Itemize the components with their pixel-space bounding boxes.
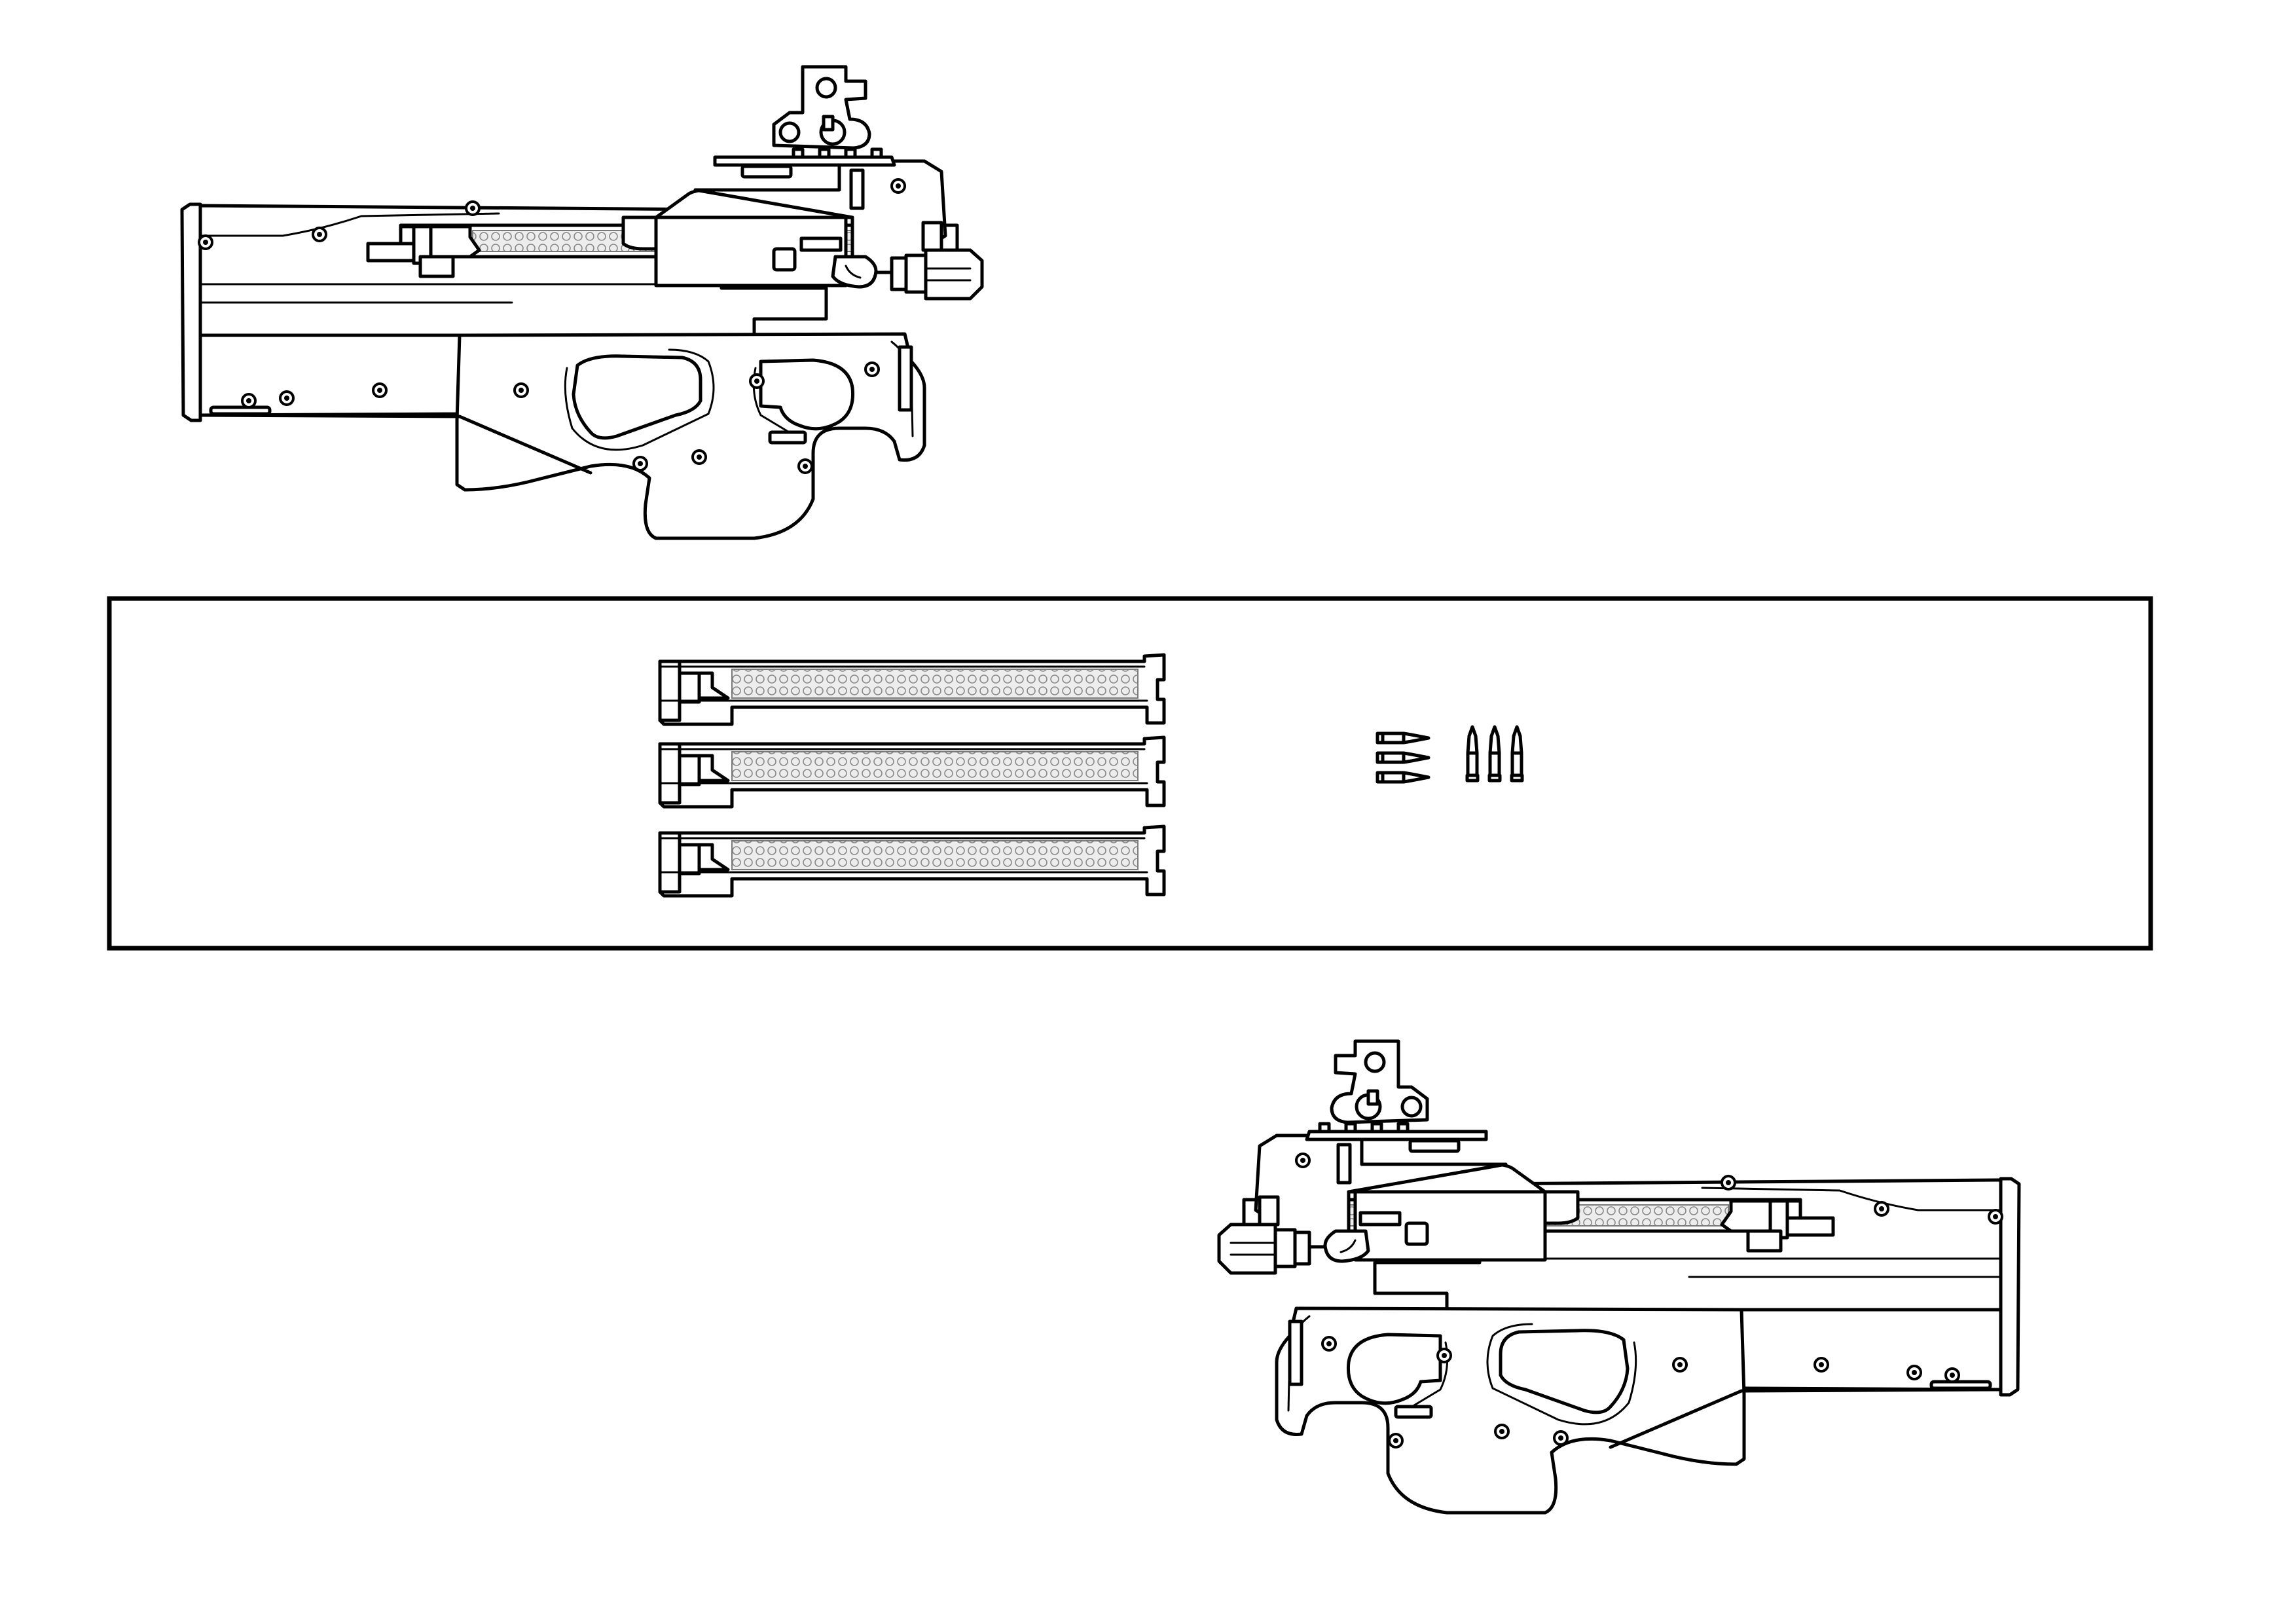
cartridge: [1377, 773, 1429, 782]
cartridge: [1489, 727, 1500, 781]
cartridges-horizontal: [1377, 733, 1429, 782]
magazine: [660, 826, 1164, 896]
accessories-frame: [107, 596, 2153, 951]
magazine: [660, 655, 1164, 724]
cartridge: [1467, 727, 1478, 781]
weapon-right-profile: [1219, 1041, 2019, 1513]
weapon-left-profile: [182, 67, 982, 538]
cartridge: [1512, 727, 1522, 781]
magazine: [660, 737, 1164, 807]
cartridges-vertical: [1467, 727, 1522, 781]
cartridge: [1377, 753, 1429, 762]
cartridge: [1377, 733, 1429, 743]
magazines-group: [660, 655, 1164, 896]
